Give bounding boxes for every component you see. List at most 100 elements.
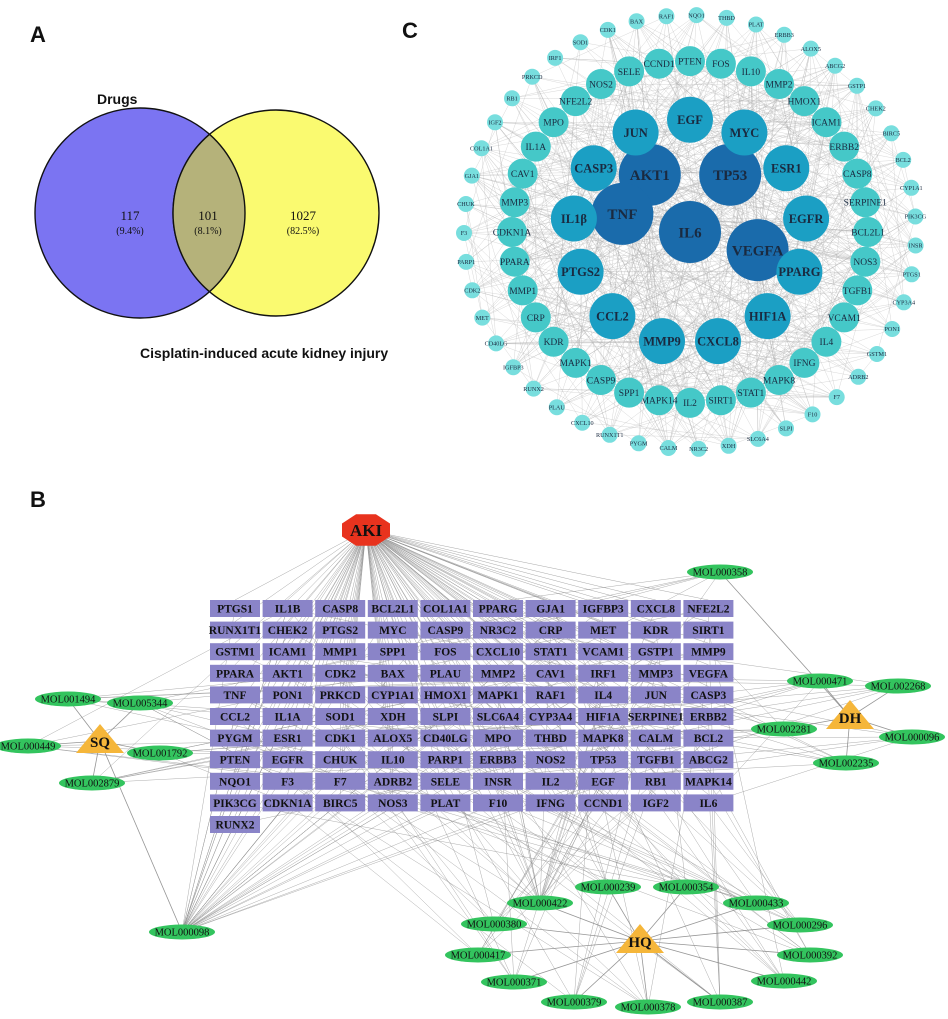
ppi-node-label: NOS2 [589, 80, 613, 90]
venn-overlap-region [172, 133, 246, 293]
ppi-node-il1a [520, 131, 551, 162]
target-node-egfr [262, 751, 313, 769]
ppi-node-label: IL1β [561, 212, 587, 226]
target-node-pik3cg [210, 794, 260, 812]
ppi-node-irf1 [547, 49, 564, 66]
ppi-node-cav1 [507, 158, 538, 189]
ppi-node-label: FOS [712, 60, 729, 70]
compound-node-mol000449 [0, 738, 61, 754]
target-label: XDH [380, 712, 406, 724]
target-node-cdkn1a [262, 794, 313, 812]
ppi-edge [463, 232, 483, 318]
ppi-node-runx2 [525, 380, 542, 397]
ppi-edge [810, 48, 916, 246]
target-node-cdk1 [315, 729, 366, 747]
ppi-node-label: SELE [618, 68, 641, 78]
target-node-tgfb1 [630, 751, 681, 769]
target-node-cdk2 [315, 664, 366, 682]
venn-right-count: 1027 [290, 208, 317, 223]
target-label: CRP [539, 625, 563, 637]
ppi-edge [513, 367, 639, 444]
compound-label: MOL000379 [547, 998, 602, 1009]
ppi-edge [471, 98, 513, 176]
target-label: IL6 [699, 798, 717, 810]
target-node-cav1 [525, 664, 576, 682]
target-node-hif1a [578, 708, 629, 725]
ppi-node-label: CYP1A1 [900, 185, 923, 192]
ppi-node-label: SOD1 [573, 39, 588, 46]
target-node-egf [578, 772, 629, 790]
network-edge [497, 694, 609, 888]
network-edge [365, 529, 656, 666]
ppi-edge [668, 245, 916, 449]
target-node-kdr [630, 621, 681, 639]
target-node-f10 [473, 794, 523, 812]
ppi-node-label: BCL2 [896, 157, 911, 164]
ppi-node-label: RAF1 [659, 13, 674, 20]
compound-label: MOL000296 [773, 921, 828, 932]
ppi-node-slc6a4 [749, 430, 766, 447]
target-node-vcam1 [578, 643, 629, 661]
ppi-edge [844, 146, 916, 217]
ppi-node-tp53 [699, 143, 762, 206]
ppi-node-pygm [630, 435, 647, 452]
target-node-ifng [525, 794, 576, 812]
ppi-node-label: JUN [623, 126, 647, 140]
ppi-edge [720, 261, 866, 401]
target-node-casp3 [683, 686, 734, 704]
target-node-gstm1 [210, 643, 260, 661]
ppi-node-mmp2 [764, 69, 794, 99]
ppi-node-egfr [783, 195, 830, 242]
ppi-edge [522, 42, 581, 291]
target-label: HIF1A [586, 712, 621, 724]
network-edge [445, 673, 649, 1008]
ppi-node-gja1 [463, 167, 480, 184]
venn-overlap-percent: (8.1%) [194, 226, 222, 237]
target-label: THBD [534, 733, 567, 745]
target-label: CCL2 [220, 712, 250, 724]
ppi-node-chuk [457, 196, 474, 212]
target-node-bcl2l1 [367, 600, 418, 617]
ppi-edge [784, 34, 807, 219]
ppi-edge [689, 60, 916, 217]
network-edge [365, 529, 604, 601]
compound-node-mol000358 [687, 564, 753, 580]
compound-node-mol002879 [59, 775, 125, 791]
ppi-node-cdkn1a [497, 217, 527, 247]
target-node-crp [525, 621, 576, 639]
ppi-node-cdk1 [599, 21, 616, 38]
ppi-node-cxcl10 [574, 414, 591, 431]
compound-label: MOL000371 [487, 978, 542, 989]
ppi-edge [622, 213, 722, 401]
target-label: ICAM1 [269, 647, 307, 659]
ppi-edge [535, 290, 858, 318]
ppi-node-label: IGF2 [488, 119, 501, 126]
ppi-node-met [474, 309, 491, 326]
ppi-node-vcam1 [829, 302, 860, 333]
compound-label: MOL000449 [1, 742, 56, 753]
ppi-node-erbb2 [829, 131, 860, 162]
target-node-plau [420, 664, 471, 682]
ppi-node-label: ESR1 [771, 162, 802, 176]
ppi-node-cdk2 [464, 282, 481, 299]
compound-label: MOL002281 [757, 725, 812, 736]
target-node-il2 [525, 772, 576, 790]
network-edge [365, 529, 446, 795]
target-node-ptgs2 [315, 621, 366, 639]
network-edge [287, 781, 649, 1008]
ppi-node-spp1 [614, 377, 645, 408]
ppi-edge [573, 218, 722, 401]
ppi-edge [471, 175, 630, 393]
target-label: SELE [431, 776, 461, 788]
network-edge [365, 529, 394, 665]
ppi-node-label: RB1 [506, 96, 517, 103]
target-node-plat [420, 794, 471, 812]
network-edge [365, 529, 499, 795]
ppi-node-label: IL2 [683, 399, 697, 409]
ppi-node-xdh [720, 437, 737, 454]
target-node-bcl2 [683, 729, 734, 747]
venn-overlap-count: 101 [198, 208, 218, 223]
network-edge [287, 802, 479, 956]
compound-label: MOL000442 [757, 977, 812, 988]
